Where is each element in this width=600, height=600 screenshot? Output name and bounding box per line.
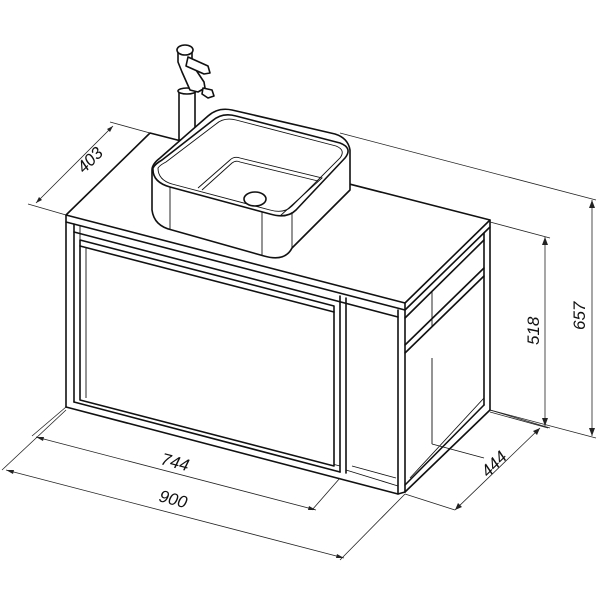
dimension-label-403: 403 bbox=[73, 143, 107, 177]
dimension-label-900: 900 bbox=[157, 487, 190, 513]
dimension-overall-height: 657 bbox=[339, 132, 597, 439]
faucet bbox=[176, 44, 215, 141]
vessel-basin bbox=[151, 108, 351, 259]
drawer-front bbox=[79, 239, 335, 467]
dimension-label-657: 657 bbox=[570, 301, 589, 330]
dimension-label-444: 444 bbox=[477, 447, 510, 480]
dimension-label-518: 518 bbox=[524, 316, 543, 345]
dimension-cabinet-height: 518 bbox=[489, 221, 551, 429]
dimension-label-744: 744 bbox=[159, 450, 191, 476]
dimension-cabinet-depth: 444 bbox=[404, 411, 549, 511]
